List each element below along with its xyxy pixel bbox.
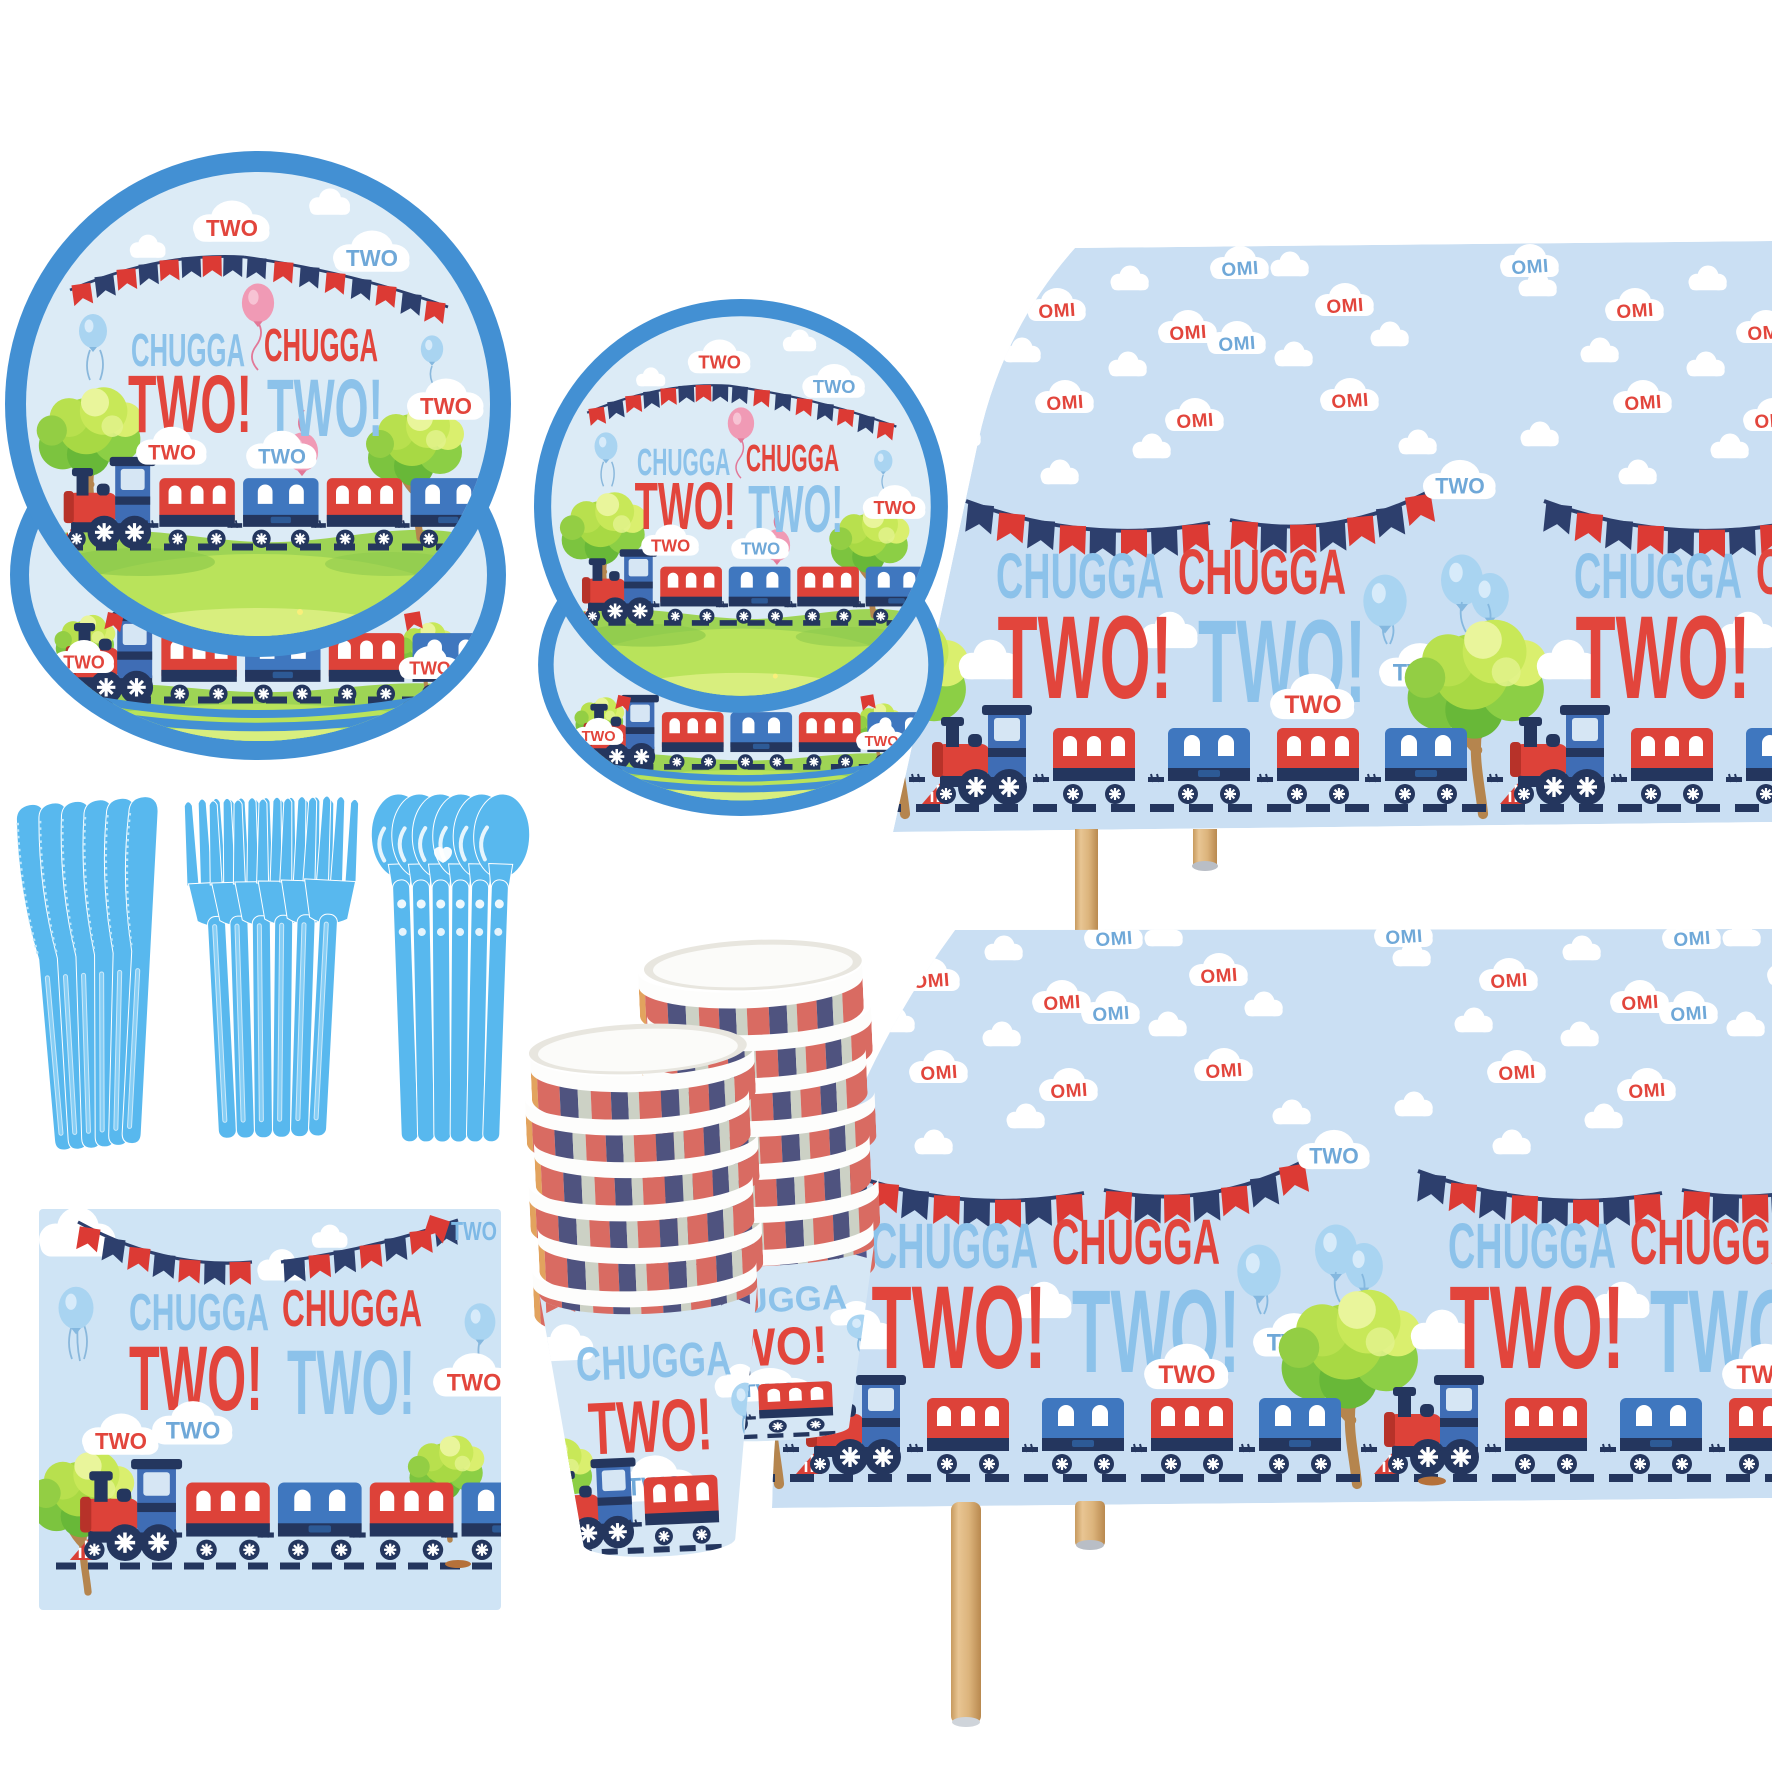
svg-text:CHUGGA: CHUGGA <box>282 1280 422 1338</box>
svg-text:CHUGGA: CHUGGA <box>129 1284 269 1342</box>
svg-text:TWO: TWO <box>451 1216 497 1246</box>
svg-text:TWO!: TWO! <box>287 1332 415 1434</box>
